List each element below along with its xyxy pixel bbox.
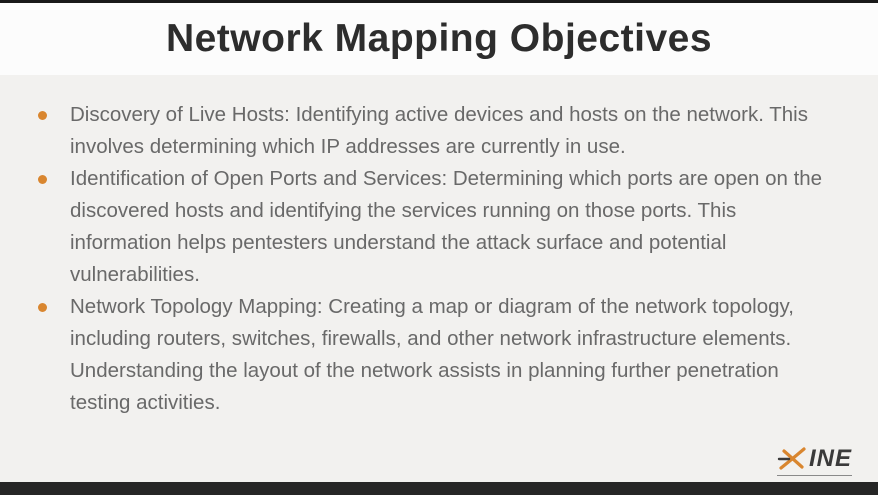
bullet-dot-icon (38, 303, 47, 312)
top-letterbox-bar (0, 0, 878, 3)
list-item: Network Topology Mapping: Creating a map… (38, 291, 842, 419)
bottom-letterbox-bar (0, 482, 878, 495)
slide-body: Discovery of Live Hosts: Identifying act… (0, 75, 878, 482)
bullet-text: Discovery of Live Hosts: Identifying act… (70, 103, 808, 158)
list-item: Discovery of Live Hosts: Identifying act… (38, 99, 842, 163)
ine-logo-text: INE (808, 445, 852, 472)
page-title: Network Mapping Objectives (165, 17, 713, 60)
list-item: Identification of Open Ports and Service… (38, 163, 842, 291)
bullet-text: Identification of Open Ports and Service… (70, 167, 823, 286)
bullet-text: Network Topology Mapping: Creating a map… (70, 295, 794, 414)
bullet-dot-icon (38, 111, 47, 120)
slide-header: Network Mapping Objectives (0, 3, 878, 75)
bullet-dot-icon (38, 175, 47, 184)
ine-logo-icon (777, 447, 806, 470)
ine-logo: INE (776, 445, 852, 476)
bullet-list: Discovery of Live Hosts: Identifying act… (0, 75, 878, 419)
